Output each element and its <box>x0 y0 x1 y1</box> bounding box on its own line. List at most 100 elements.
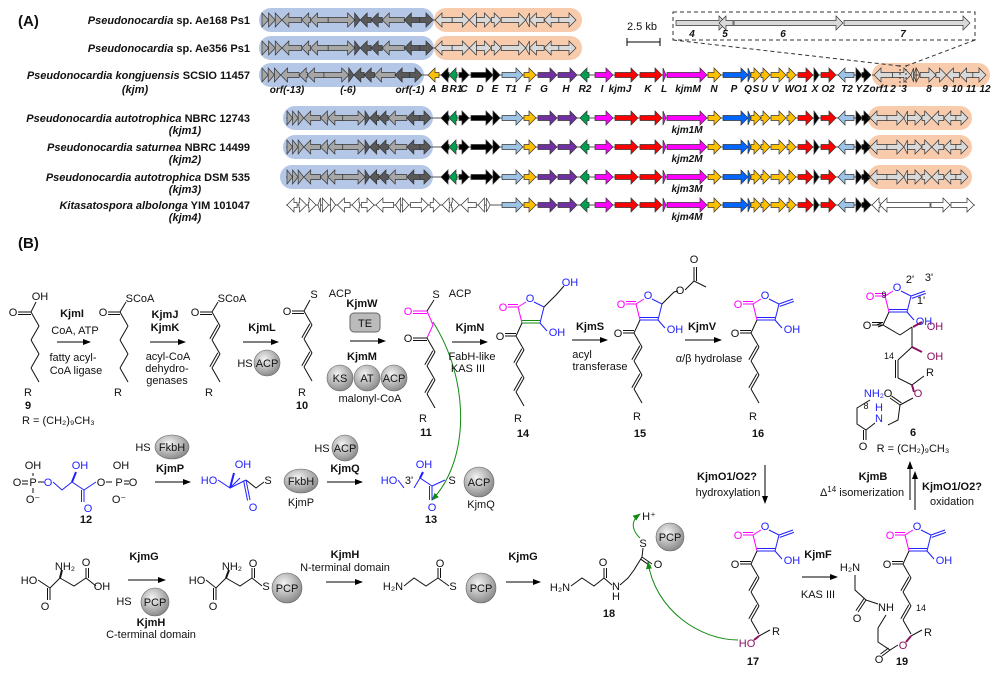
bond <box>303 324 313 340</box>
species-name: Pseudonocardia kongjuensis SCSIO 11457 <box>27 70 250 82</box>
label: O <box>617 299 626 311</box>
gene-arrow <box>319 110 329 126</box>
bond <box>857 599 867 613</box>
gene-arrow <box>594 169 614 185</box>
label: OH <box>784 555 801 567</box>
enzyme-label: KjmB <box>859 471 888 483</box>
gene-arrow <box>722 197 749 213</box>
bond <box>517 306 523 324</box>
gene-arrow <box>886 110 905 126</box>
gene-arrow <box>409 67 423 83</box>
carrier-protein <box>283 468 319 494</box>
bond <box>748 576 758 592</box>
gene-arrow <box>491 40 502 56</box>
gene-arrow <box>410 197 429 213</box>
label: HO <box>381 475 398 487</box>
gene-arrow <box>614 169 639 185</box>
bond <box>251 577 263 587</box>
bond <box>902 577 912 593</box>
label: O <box>886 530 895 542</box>
domain-label: KS <box>333 373 348 385</box>
bond <box>515 377 525 393</box>
enzyme-label: KjmG <box>129 551 158 563</box>
enzyme-label: KjmH <box>137 617 166 629</box>
bond <box>633 388 643 404</box>
gene-arrow <box>915 66 921 84</box>
gene-arrow <box>707 139 722 155</box>
gene-arrow <box>537 169 558 185</box>
label: NH <box>878 602 894 614</box>
label: acyl-CoA <box>146 351 191 363</box>
label: OH <box>667 324 684 336</box>
gene-arrow <box>274 40 283 56</box>
label: O <box>734 299 743 311</box>
bond <box>876 322 883 326</box>
bond <box>641 547 644 558</box>
bond <box>119 311 129 327</box>
gene-arrow <box>718 15 734 31</box>
bond <box>930 529 946 536</box>
gene-label: 8 <box>926 84 932 95</box>
bond <box>631 345 641 361</box>
gene-arrow <box>451 197 460 213</box>
gene-label: R2 <box>579 84 592 95</box>
bond <box>229 472 235 489</box>
gene-arrow <box>797 169 814 185</box>
carrier-protein <box>353 364 381 392</box>
bond <box>881 649 891 657</box>
panel-label-b: (B) <box>18 235 39 252</box>
bond <box>83 481 97 491</box>
bond <box>651 298 663 321</box>
gene-arrow <box>336 197 351 213</box>
label: R <box>772 626 780 638</box>
bond <box>424 378 434 394</box>
carrier-protein <box>326 364 354 392</box>
gene-arrow <box>837 139 855 155</box>
bond <box>856 399 876 431</box>
gene-arrow <box>557 110 578 126</box>
strain-id: DSM 535 <box>201 172 250 184</box>
gene-arrow <box>919 67 937 83</box>
label: NH₂ <box>55 561 75 573</box>
bond <box>750 388 760 404</box>
gene-label: A <box>428 84 436 95</box>
bond <box>426 310 434 339</box>
gene-arrow <box>813 196 820 214</box>
bond <box>30 325 40 341</box>
gene-arrow <box>327 110 344 126</box>
gene-arrow <box>855 110 863 126</box>
gene-arrow <box>594 67 614 83</box>
species-genus: Pseudonocardia autotrophica <box>26 113 181 125</box>
gene-arrow <box>403 12 421 28</box>
label: FabH-like <box>448 351 495 363</box>
gene-arrow <box>458 67 470 83</box>
gene-arrow <box>470 139 494 155</box>
gene-arrow <box>292 138 299 156</box>
label: O <box>97 477 106 489</box>
bond <box>882 324 901 336</box>
isomerization-text: isomerization <box>836 487 904 499</box>
gene-arrow <box>837 110 855 126</box>
gene-arrow <box>406 169 421 185</box>
gene-arrow <box>501 110 524 126</box>
label: OH <box>927 321 944 333</box>
gene-arrow <box>523 139 537 155</box>
bond <box>750 577 760 593</box>
m-gene-label: kjm4M <box>671 212 703 223</box>
label: transferase <box>572 361 627 373</box>
label: O <box>734 530 743 542</box>
gene-arrow <box>501 139 524 155</box>
gene-arrow <box>361 197 375 213</box>
bond <box>533 301 545 324</box>
label: O <box>99 307 108 319</box>
cluster-name: (kjm) <box>122 84 149 96</box>
gene-arrow <box>342 139 366 155</box>
gene-arrow <box>419 169 432 185</box>
label: 3' <box>925 272 933 284</box>
gene-arrow <box>381 12 405 28</box>
label: KAS III <box>451 363 485 375</box>
label: 14 <box>884 351 894 361</box>
gene-arrow <box>750 197 762 213</box>
gene-arrow <box>297 168 305 186</box>
enzyme-label: KjmV <box>688 321 717 333</box>
